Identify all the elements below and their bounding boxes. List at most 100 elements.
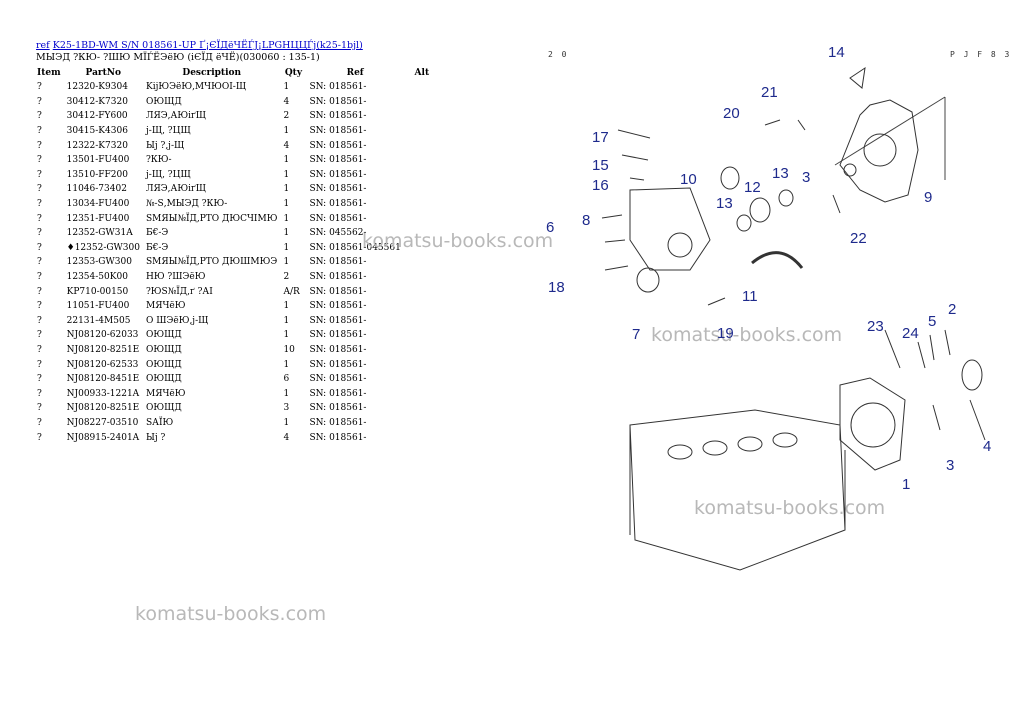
cell-description: МЯЧёЮ	[145, 301, 186, 312]
cell-ref: SN: 018561-	[309, 330, 367, 341]
cell-ref: SN: 018561-	[309, 213, 367, 224]
cell-item: ?	[37, 330, 42, 341]
cell-partno: 12351-FU400	[66, 213, 130, 224]
cell-partno: NJ00933-1221A	[66, 388, 140, 399]
cell-description: ОЮЩД	[145, 374, 182, 385]
cell-partno: KP710-00150	[66, 286, 129, 297]
callout-number: 13	[772, 165, 789, 182]
cell-item: ?	[37, 155, 42, 166]
cell-qty: 1	[283, 213, 290, 224]
cell-partno: 12354-50K00	[66, 272, 128, 283]
cell-description: ОЮЩД	[145, 330, 182, 341]
cell-ref: SN: 018561-	[309, 257, 367, 268]
callout-number: 21	[761, 84, 778, 101]
cell-ref: SN: 018561-	[309, 272, 367, 283]
cell-item: ?	[37, 228, 42, 239]
gear-part-10	[720, 166, 740, 190]
cell-description: ЅАЇЮ	[145, 417, 174, 428]
cell-description: KijЮЭёЮ,МЧЮОІ-Щ	[145, 82, 247, 93]
cell-alt	[404, 372, 440, 387]
cell-qty: 1	[283, 155, 290, 166]
cell-item: ?	[37, 286, 42, 297]
cell-description: НЮ ?ШЭёЮ	[145, 272, 206, 283]
cell-partno: NJ08120-8251E	[66, 403, 140, 414]
cell-alt	[404, 182, 440, 197]
callout-number: 13	[716, 195, 733, 212]
cell-alt	[404, 153, 440, 168]
upper-assembly-drawing	[601, 66, 946, 306]
cell-item: ?	[37, 432, 42, 443]
cell-qty: 1	[283, 315, 290, 326]
cell-qty: 1	[283, 388, 290, 399]
gear-part-12	[749, 197, 771, 223]
cell-alt	[404, 211, 440, 226]
cell-qty: 1	[283, 257, 290, 268]
cell-alt	[404, 284, 440, 299]
cell-description: Ыј ?,j-Щ	[145, 140, 185, 151]
cell-partno: 11051-FU400	[66, 301, 130, 312]
cell-alt	[404, 328, 440, 343]
cell-ref: SN: 018561-	[309, 199, 367, 210]
cell-description: ЅМЯЫ№ЇД,РТО ДЮШМЮЭ	[145, 257, 278, 268]
cell-alt	[404, 109, 440, 124]
cell-description: ОЮЩД	[145, 359, 182, 370]
watermark-bottom: komatsu-books.com	[135, 603, 327, 625]
cell-qty: 1	[283, 199, 290, 210]
cell-alt	[404, 416, 440, 431]
cell-qty: 1	[283, 330, 290, 341]
model-link[interactable]: K25-1BD-WM S/N 018561-UP Ґ¡ЄЇДёЧЁЃЈ¡LPGH…	[52, 40, 363, 51]
cell-qty: 1	[283, 228, 290, 239]
cell-description: Б€-Э	[145, 228, 169, 239]
ref-link[interactable]: ref	[36, 40, 50, 51]
cell-partno: 30412-K7320	[66, 96, 128, 107]
cell-item: ?	[37, 242, 42, 253]
watermark-right: komatsu-books.com	[694, 497, 886, 519]
table-header-row: Item PartNo Description Qty Ref Alt	[34, 66, 440, 80]
cell-item: ?	[37, 213, 42, 224]
cell-item: ?	[37, 126, 42, 137]
callout-number: 4	[983, 438, 991, 455]
cell-description: j-Щ, ?ЦЩ	[145, 126, 191, 137]
cell-partno: 12322-K7320	[66, 140, 128, 151]
cell-partno: 30412-FY600	[66, 111, 128, 122]
cell-item: ?	[37, 359, 42, 370]
cell-description: МЯЧёЮ	[145, 388, 186, 399]
cell-partno: NJ08120-62033	[66, 330, 139, 341]
col-ref: Ref	[346, 68, 364, 78]
callout-number: 17	[592, 129, 609, 146]
callout-number: 5	[928, 313, 936, 330]
diagram-page-left: 2 0	[548, 50, 568, 59]
cell-ref: SN: 018561-	[309, 184, 367, 195]
header-links: ref K25-1BD-WM S/N 018561-UP Ґ¡ЄЇДёЧЁЃЈ¡…	[36, 39, 363, 52]
cell-alt	[404, 95, 440, 110]
cell-item: ?	[37, 417, 42, 428]
callout-number: 3	[946, 457, 954, 474]
callout-number: 7	[632, 326, 640, 343]
cell-partno: NJ08227-03510	[66, 417, 139, 428]
cell-ref: SN: 018561-	[309, 432, 367, 443]
col-qty: Qty	[284, 68, 303, 78]
cell-alt	[404, 357, 440, 372]
callout-number: 14	[828, 44, 845, 61]
cell-qty: 3	[283, 403, 290, 414]
cell-partno: 12353-GW300	[66, 257, 132, 268]
cell-qty: 6	[283, 374, 290, 385]
oil-seal-part-7	[636, 267, 660, 293]
callout-number: 3	[802, 169, 810, 186]
cell-partno: 13501-FU400	[66, 155, 130, 166]
cell-ref: SN: 018561-	[309, 169, 367, 180]
cell-description: Б€-Э	[145, 242, 169, 253]
